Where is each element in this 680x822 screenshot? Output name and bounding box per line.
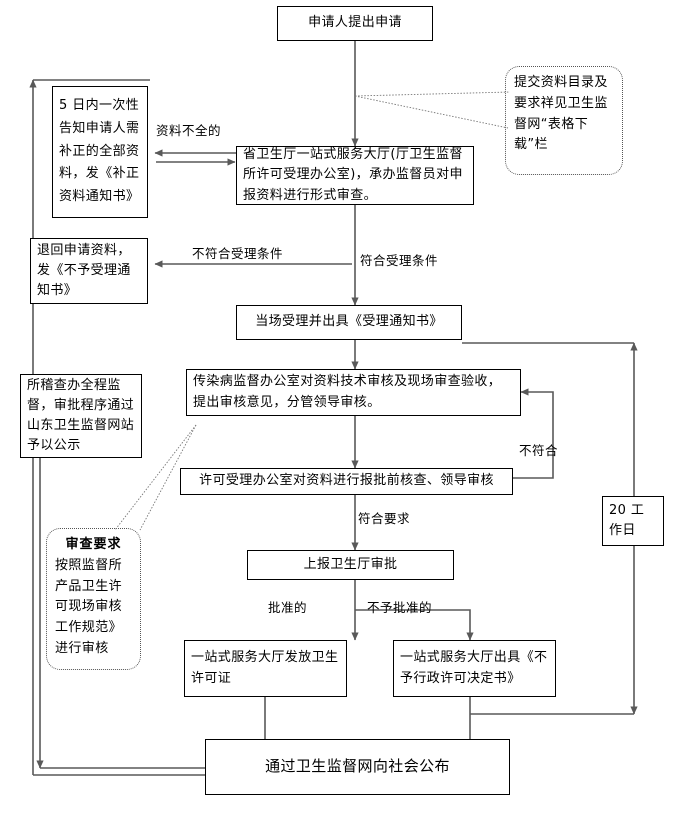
node-working-days[interactable]: 20 工作日	[602, 496, 664, 546]
node-issue-license[interactable]: 一站式服务大厅发放卫生许可证	[184, 640, 347, 697]
node-applicant[interactable]: 申请人提出申请	[277, 6, 433, 41]
edge-label-incomplete: 资料不全的	[156, 123, 222, 138]
node-accept[interactable]: 当场受理并出具《受理通知书》	[236, 305, 462, 340]
callout-review-requirement-title: 审查要求	[65, 537, 122, 552]
node-working-days-label: 20 工作日	[609, 502, 645, 538]
node-supervision-label: 所稽查办全程监督，审批程序通过山东卫生监督网站予以公示	[27, 377, 135, 454]
node-reject-return-label: 退回申请资料，发《不予受理通知书》	[37, 242, 131, 299]
callout-submission-note-text: 提交资料目录及要求祥见卫生监督网“表格下载”栏	[514, 75, 608, 153]
node-submit-approval[interactable]: 上报卫生厅审批	[247, 550, 454, 580]
node-publish-label: 通过卫生监督网向社会公布	[265, 757, 450, 776]
node-pre-approval-check[interactable]: 许可受理办公室对资料进行报批前核查、领导审核	[180, 468, 513, 495]
node-intake[interactable]: 省卫生厅一站式服务大厅(厅卫生监督所许可受理办公室)，承办监督员对申报资料进行形…	[236, 146, 474, 205]
callout-review-requirement-text: 按照监督所产品卫生许可现场审核工作规范》进行审核	[55, 557, 123, 656]
node-refuse-license-label: 一站式服务大厅出具《不予行政许可决定书》	[400, 650, 548, 686]
node-publish[interactable]: 通过卫生监督网向社会公布	[205, 739, 510, 795]
edge-label-not-conform: 不符合	[519, 443, 559, 458]
node-issue-license-label: 一站式服务大厅发放卫生许可证	[191, 650, 339, 686]
node-technical-review-label: 传染病监督办公室对资料技术审核及现场审查验收，提出审核意见，分管领导审核。	[193, 374, 502, 410]
node-accept-label: 当场受理并出具《受理通知书》	[255, 314, 443, 330]
edge-label-qualified-intake: 符合受理条件	[360, 253, 439, 268]
edge-label-meets-requirement: 符合要求	[358, 511, 411, 526]
node-supervision[interactable]: 所稽查办全程监督，审批程序通过山东卫生监督网站予以公示	[20, 374, 142, 458]
node-refuse-license[interactable]: 一站式服务大厅出具《不予行政许可决定书》	[393, 640, 556, 697]
node-correction-label: 5 日内一次性告知申请人需补正的全部资料，发《补正资料通知书》	[59, 98, 140, 205]
node-pre-approval-check-label: 许可受理办公室对资料进行报批前核查、领导审核	[199, 473, 494, 489]
callout-review-requirement: 审查要求 按照监督所产品卫生许可现场审核工作规范》进行审核	[46, 528, 141, 670]
node-applicant-label: 申请人提出申请	[308, 15, 402, 31]
edge-label-not-approved: 不予批准的	[367, 600, 433, 615]
node-intake-label: 省卫生厅一站式服务大厅(厅卫生监督所许可受理办公室)，承办监督员对申报资料进行形…	[243, 147, 463, 203]
node-reject-return[interactable]: 退回申请资料，发《不予受理通知书》	[30, 238, 148, 304]
edge-label-approved: 批准的	[268, 600, 308, 615]
node-submit-approval-label: 上报卫生厅审批	[303, 556, 398, 572]
callout-submission-note: 提交资料目录及要求祥见卫生监督网“表格下载”栏	[505, 66, 623, 175]
node-correction[interactable]: 5 日内一次性告知申请人需补正的全部资料，发《补正资料通知书》	[52, 86, 148, 218]
edge-label-not-qualified-intake: 不符合受理条件	[192, 246, 284, 261]
node-technical-review[interactable]: 传染病监督办公室对资料技术审核及现场审查验收，提出审核意见，分管领导审核。	[186, 369, 521, 416]
